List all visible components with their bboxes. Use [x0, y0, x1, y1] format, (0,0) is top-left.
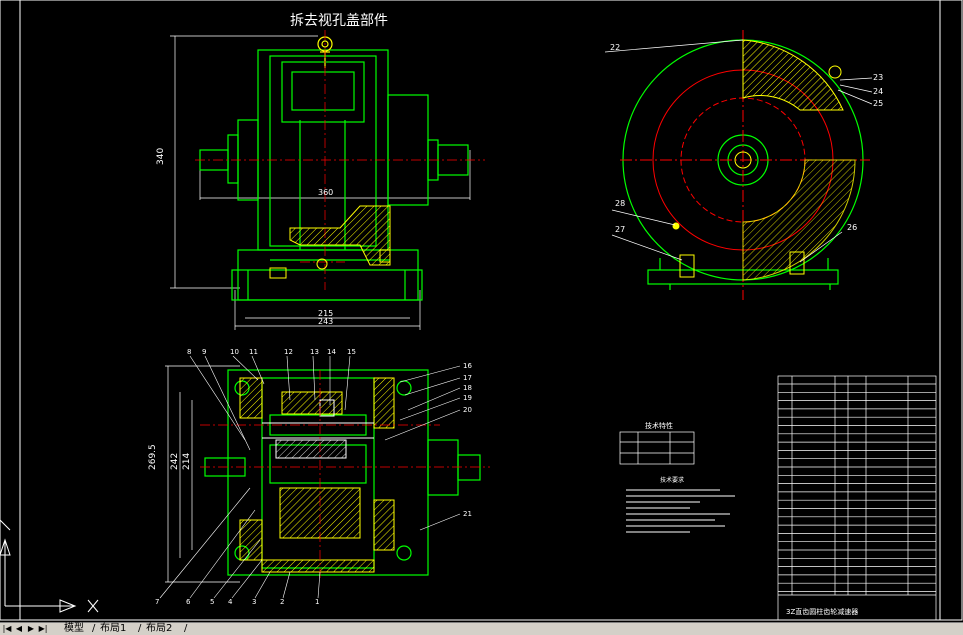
balloon-6: 6 — [186, 598, 191, 606]
next-tab-icon[interactable]: ▶ — [27, 624, 35, 633]
balloon-18: 18 — [463, 384, 472, 392]
dim-215: 215 — [318, 309, 333, 318]
plan-section-view — [159, 355, 490, 599]
dim-214: 214 — [182, 453, 192, 470]
dim-340: 340 — [156, 148, 166, 165]
balloon-25: 25 — [873, 99, 883, 108]
balloon-20: 20 — [463, 406, 472, 414]
parts-list-table — [777, 375, 937, 621]
drawing-title: 拆去视孔盖部件 — [290, 13, 388, 29]
notes-lines — [626, 489, 735, 533]
first-tab-icon[interactable]: |◀ — [2, 624, 12, 633]
spec-table — [619, 431, 695, 465]
notes-title: 技术要求 — [660, 476, 684, 484]
balloon-12: 12 — [284, 348, 293, 356]
balloon-22: 22 — [610, 43, 620, 52]
title-block-name: 3Z直齿圆柱齿轮减速器 — [786, 607, 858, 616]
balloon-1: 1 — [315, 598, 319, 606]
balloon-19: 19 — [463, 394, 472, 402]
ucs-icon — [0, 519, 99, 613]
front-view — [170, 30, 485, 330]
dim-360: 360 — [318, 188, 333, 197]
dim-242: 242 — [170, 453, 180, 470]
tab-layout2[interactable]: 布局2 — [146, 623, 173, 634]
balloon-28: 28 — [615, 199, 625, 208]
balloon-14: 14 — [327, 348, 336, 356]
balloon-17: 17 — [463, 374, 472, 382]
layout-tab-bar: |◀ ◀ ▶ ▶| 模型 / 布局1 / 布局2 / — [0, 622, 963, 635]
tab-separator: / — [92, 623, 96, 634]
balloon-3: 3 — [252, 598, 256, 606]
plan-balloons: 8 9 10 11 12 13 14 15 16 17 18 19 20 21 … — [155, 348, 472, 606]
balloon-11: 11 — [249, 348, 258, 356]
balloon-24: 24 — [873, 87, 883, 96]
side-view — [604, 30, 873, 300]
balloon-9: 9 — [202, 348, 206, 356]
tab-layout1[interactable]: 布局1 — [100, 623, 127, 634]
balloon-21: 21 — [463, 510, 472, 518]
balloon-7: 7 — [155, 598, 159, 606]
last-tab-icon[interactable]: ▶| — [38, 624, 48, 633]
dim-269-5: 269.5 — [148, 444, 158, 470]
spec-title: 技术特性 — [645, 421, 673, 430]
balloon-27: 27 — [615, 225, 625, 234]
balloon-26: 26 — [847, 223, 857, 232]
prev-tab-icon[interactable]: ◀ — [15, 624, 23, 633]
tab-separator: / — [138, 623, 142, 634]
balloon-23: 23 — [873, 73, 883, 82]
balloon-10: 10 — [230, 348, 239, 356]
balloon-8: 8 — [187, 348, 191, 356]
balloon-5: 5 — [210, 598, 214, 606]
dim-243: 243 — [318, 317, 333, 326]
sheet-border — [0, 0, 963, 621]
tab-model[interactable]: 模型 — [64, 623, 84, 634]
balloon-16: 16 — [463, 362, 472, 370]
balloon-4: 4 — [228, 598, 233, 606]
balloon-15: 15 — [347, 348, 356, 356]
balloon-13: 13 — [310, 348, 319, 356]
tab-separator: / — [184, 623, 188, 634]
balloon-2: 2 — [280, 598, 284, 606]
